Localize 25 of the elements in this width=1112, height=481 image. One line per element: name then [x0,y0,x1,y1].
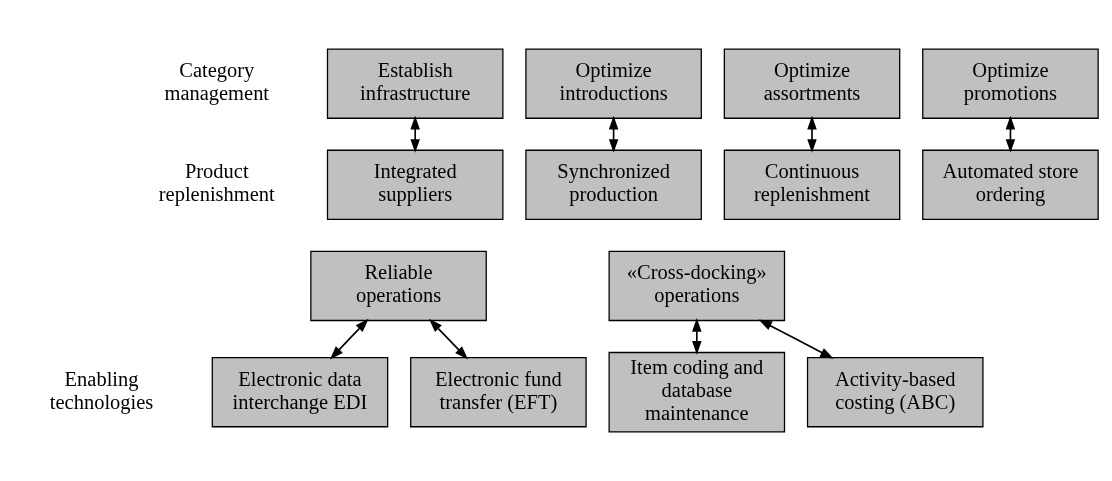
arrow [329,318,369,360]
arrow [692,318,702,355]
arrow [1005,115,1016,153]
label: Enabling technologies [49,367,154,413]
node-box: Integrated suppliers [326,149,504,220]
node-box: Electronic fund transfer (EFT) [410,357,587,428]
arrow [807,115,817,153]
node-box: Reliable operations [310,250,487,322]
arrow [758,319,834,359]
node-box: «Cross-docking» operations [608,250,786,322]
node-box: Synchronized production [525,149,702,220]
node-box: Activity-based costing (ABC) [806,357,984,428]
node-box: Optimize introductions [525,48,702,119]
arrow [410,115,420,153]
label: Category management [164,59,270,105]
arrow [428,318,469,360]
node-box: Continuous replenishment [723,149,901,220]
node-box: Electronic data interchange EDI [211,357,389,428]
label: Product replenishment [158,160,275,206]
node-box: Optimize promotions [922,48,1099,119]
node-box: Optimize assortments [723,48,901,119]
arrow [608,115,619,153]
node-box: Automated store ordering [922,149,1099,220]
node-box: Establish infrastructure [326,48,504,119]
node-box: Item coding and database maintenance [608,351,786,433]
